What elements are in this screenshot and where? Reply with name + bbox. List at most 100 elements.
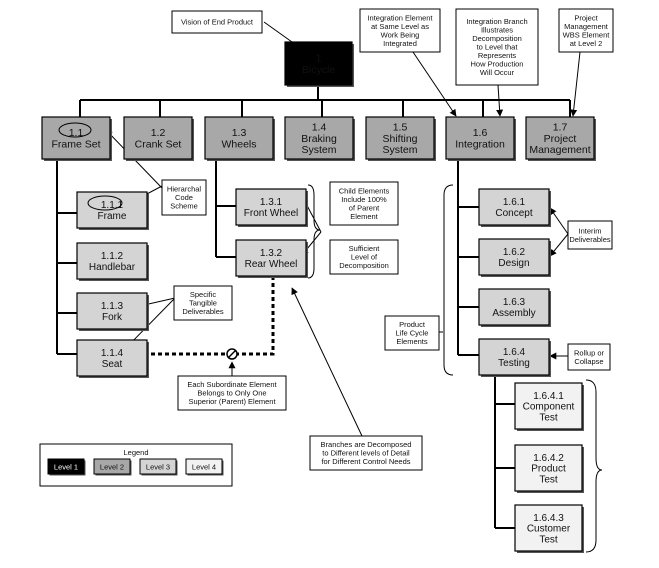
note-line: Will Occur bbox=[480, 68, 515, 77]
wbs-label: Braking bbox=[301, 133, 337, 145]
note-line: Child Elements bbox=[339, 186, 390, 195]
note-line: at Same Level as bbox=[371, 22, 429, 31]
wbs-label: Management bbox=[529, 144, 590, 156]
note-line: Project bbox=[574, 13, 598, 22]
wbs-label: Assembly bbox=[492, 308, 535, 319]
legend-label: Level 1 bbox=[54, 463, 78, 472]
note-line: to Different levels of Detail bbox=[322, 449, 410, 458]
note-line: Decomposition bbox=[339, 261, 389, 270]
wbs-label: Front Wheel bbox=[244, 208, 298, 219]
note-line: Integration Branch bbox=[466, 17, 527, 26]
note-line: Each Subordinate Element bbox=[187, 380, 277, 389]
wbs-label: Concept bbox=[495, 208, 532, 219]
note-line: Deliverables bbox=[182, 307, 224, 316]
legend-title: Legend bbox=[123, 448, 148, 457]
note-line: Include 100% bbox=[341, 195, 387, 204]
wbs-label: Shifting bbox=[382, 133, 417, 145]
wbs-code: 1.2 bbox=[151, 127, 166, 139]
wbs-label: Handlebar bbox=[89, 262, 136, 273]
note-line: Element bbox=[350, 212, 378, 221]
wbs-label: Project bbox=[544, 133, 577, 145]
note-line: Scheme bbox=[170, 202, 198, 211]
wbs-code: 1.3 bbox=[232, 127, 247, 139]
legend-item-level-1: Level 1 bbox=[47, 458, 86, 476]
note-line: Specific bbox=[190, 290, 217, 299]
note-integration-branch: Integration BranchIllustratesDecompositi… bbox=[455, 8, 539, 86]
wbs-label: Component bbox=[523, 402, 575, 413]
note-line: at Level 2 bbox=[570, 39, 603, 48]
note-line: Interim bbox=[579, 226, 602, 235]
wbs-label: Integration bbox=[455, 138, 505, 150]
wbs-label: System bbox=[382, 144, 417, 156]
wbs-label: Rear Wheel bbox=[245, 259, 298, 270]
note-line: Hierarchal bbox=[167, 185, 202, 194]
wbs-label: Frame Set bbox=[51, 138, 100, 150]
wbs-code: 1.1 bbox=[69, 127, 84, 139]
legend-label: Level 4 bbox=[192, 463, 216, 472]
note-line: Illustrates bbox=[481, 26, 513, 35]
note-line: of Parent bbox=[349, 203, 380, 212]
note-line: for Different Control Needs bbox=[321, 457, 410, 466]
legend-label: Level 3 bbox=[146, 463, 170, 472]
note-line: Vision of End Product bbox=[181, 18, 254, 27]
note-line: Product bbox=[399, 320, 426, 329]
wbs-label: Test bbox=[539, 474, 558, 485]
wbs-label: Wheels bbox=[221, 138, 256, 150]
note-line: Superior (Parent) Element bbox=[188, 397, 276, 406]
note-line: Management bbox=[564, 22, 609, 31]
note-line: Code bbox=[175, 193, 193, 202]
note-line: Elements bbox=[396, 337, 428, 346]
note-line: Tangible bbox=[189, 299, 217, 308]
code-highlight-ellipses bbox=[58, 122, 123, 211]
wbs-code: 1.3.2 bbox=[260, 248, 283, 259]
wbs-label: Test bbox=[539, 534, 558, 545]
invalid-link-dotted bbox=[123, 276, 275, 360]
legend-label: Level 2 bbox=[100, 463, 124, 472]
note-line: Decomposition bbox=[472, 34, 522, 43]
wbs-label: Fork bbox=[102, 312, 123, 323]
wbs-code: 1.5 bbox=[393, 121, 408, 133]
note-line: Branches are Decomposed bbox=[321, 440, 412, 449]
note-line: Integration Element bbox=[367, 13, 433, 22]
wbs-code: 1.4 bbox=[312, 121, 327, 133]
legend-item-level-3: Level 3 bbox=[139, 458, 178, 476]
wbs-code: 1.6.4.3 bbox=[533, 513, 564, 524]
wbs-label: Test bbox=[539, 412, 558, 423]
note-line: Represents bbox=[478, 51, 517, 60]
wbs-label: Customer bbox=[527, 524, 571, 535]
wbs-code: 1.1.4 bbox=[101, 348, 124, 359]
wbs-code: 1.6 bbox=[473, 127, 488, 139]
note-line: Life Cycle bbox=[396, 329, 429, 338]
wbs-label: Bicycle bbox=[302, 64, 335, 76]
wbs-code: 1.1.3 bbox=[101, 301, 124, 312]
wbs-label: Design bbox=[498, 258, 529, 269]
wbs-label: Crank Set bbox=[135, 138, 182, 150]
wbs-label: Testing bbox=[498, 358, 530, 369]
note-line: to Level that bbox=[477, 43, 519, 52]
